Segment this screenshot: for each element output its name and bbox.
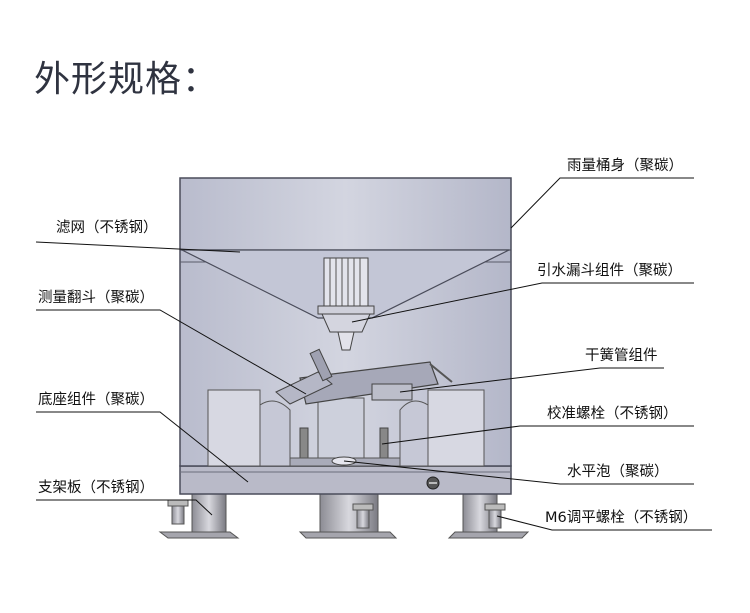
label-level-bubble: 水平泡（聚碳）: [567, 463, 669, 480]
base-plate: [179, 465, 512, 495]
label-rain-bucket: 雨量桶身（聚碳）: [567, 157, 683, 174]
label-reed-switch: 干簧管组件: [585, 347, 658, 364]
label-filter-net: 滤网（不锈钢）: [56, 219, 158, 236]
tipping-bucket: [275, 348, 453, 405]
label-funnel: 引水漏斗组件（聚碳）: [537, 262, 682, 279]
leader-lines: [35, 177, 712, 531]
label-base: 底座组件（聚碳）: [38, 391, 154, 408]
filter-element: [317, 257, 375, 351]
bracket-legs: [158, 491, 530, 539]
label-tipping-bucket: 测量翻斗（聚碳）: [38, 289, 154, 306]
page-title: 外形规格：: [34, 59, 220, 100]
label-m6-bolt: M6调平螺栓（不锈钢）: [545, 509, 697, 526]
leveling-bolts: [167, 499, 506, 529]
internal-housing: [207, 389, 485, 467]
label-bracket: 支架板（不锈钢）: [38, 478, 154, 496]
label-calib-bolt: 校准螺栓（不锈钢）: [547, 405, 678, 422]
reed-switch-block: [371, 383, 413, 401]
